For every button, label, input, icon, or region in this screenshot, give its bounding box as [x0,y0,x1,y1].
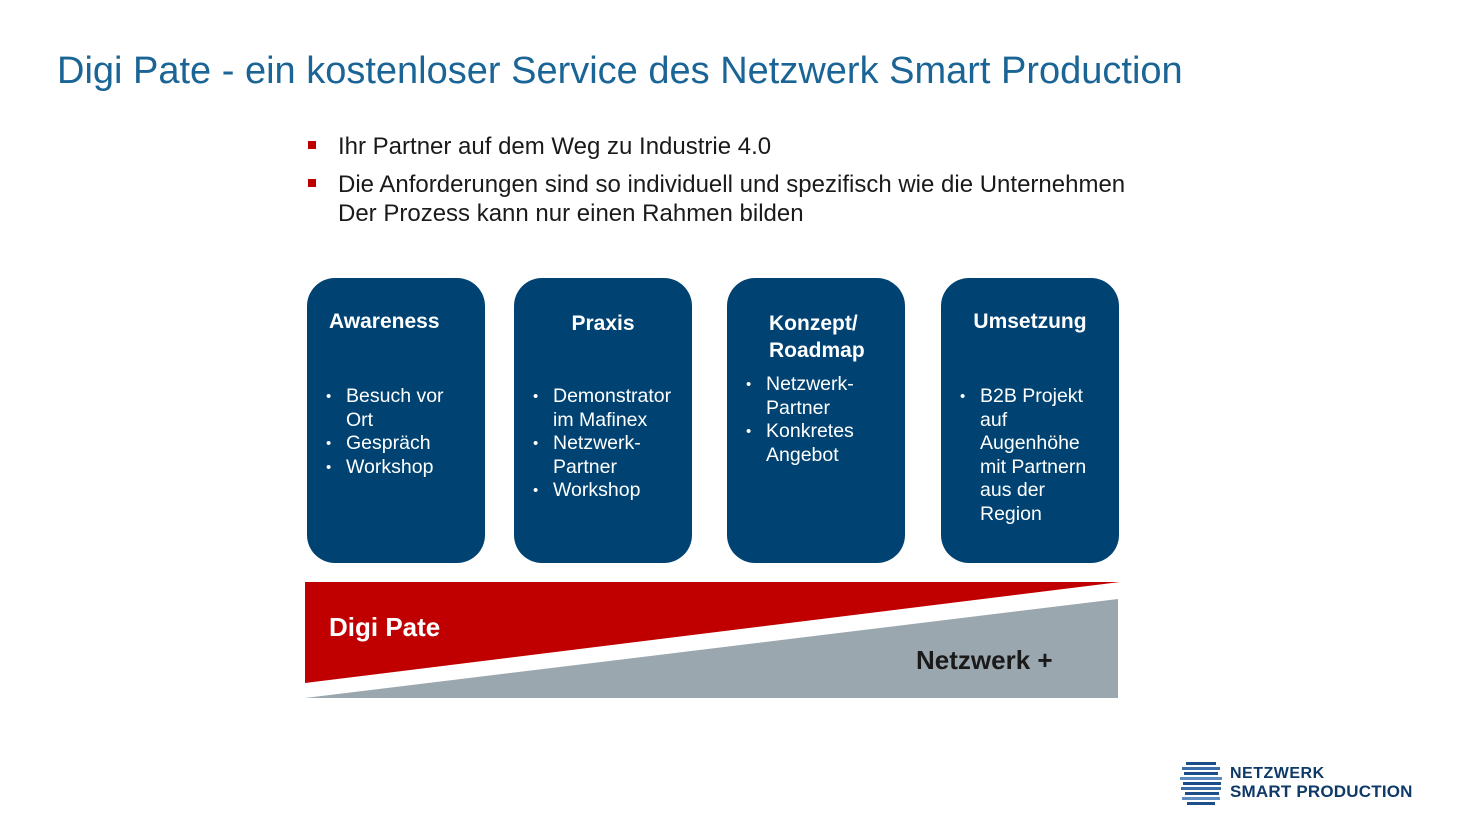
logo-line-1: NETZWERK [1230,765,1325,782]
card-title: Konzept/ Roadmap [727,310,905,364]
netzwerk-plus-label: Netzwerk + [916,645,1053,675]
logo-stripes-icon [1180,762,1222,805]
list-item: B2B Projekt auf Augenhöhe mit Partnern a… [959,385,1113,527]
list-item-text: im Mafinex [553,408,648,431]
bullet-square-icon [308,141,316,149]
list-item: Netzwerk-Partner [745,373,899,420]
list-item-text: Demonstrator [553,385,672,407]
transition-bands [305,582,1120,698]
card-konzept-roadmap: Konzept/ Roadmap Netzwerk-Partner Konkre… [727,278,905,563]
bullet-item: Die Anforderungen sind so individuell un… [308,170,1268,228]
list-item-text: Partner [553,455,617,478]
list-item: Netzwerk-Partner [532,432,686,479]
list-item-text: Augenhöhe [980,432,1080,455]
list-item-text: mit Partnern [980,455,1087,478]
card-list: B2B Projekt auf Augenhöhe mit Partnern a… [959,385,1113,527]
list-item-text: auf [980,408,1008,431]
card-title-line: Konzept/ [769,312,858,335]
card-title-line: Awareness [329,310,440,333]
card-title: Awareness [307,308,485,335]
list-item-text: Gespräch [346,432,431,455]
netzwerk-band [305,599,1118,698]
card-title-line: Umsetzung [973,310,1087,333]
list-item-text: Besuch vor [346,385,444,407]
card-title-line: Praxis [571,312,635,335]
list-item-text: Workshop [553,479,641,502]
list-item-text: Workshop [346,455,434,478]
card-umsetzung: Umsetzung B2B Projekt auf Augenhöhe mit … [941,278,1119,563]
list-item-text: Partner [766,396,830,419]
bullet-list: Ihr Partner auf dem Weg zu Industrie 4.0… [308,132,1268,237]
bullet-square-icon [308,179,316,187]
list-item: Workshop [532,479,686,503]
list-item-text: Region [980,502,1042,525]
page-title: Digi Pate - ein kostenloser Service des … [57,50,1183,92]
list-item: Workshop [325,456,479,480]
bullet-text: Die Anforderungen sind so individuell un… [338,171,1126,198]
logo-line-2: SMART PRODUCTION [1230,782,1413,801]
digi-pate-band [305,582,1120,683]
bullet-text: Der Prozess kann nur einen Rahmen bilden [338,200,804,227]
list-item: Gespräch [325,432,479,456]
card-title: Umsetzung [941,308,1119,335]
list-item-text: Konkretes [766,420,854,443]
bullet-text: Ihr Partner auf dem Weg zu Industrie 4.0 [338,133,772,160]
list-item-text: Netzwerk- [766,373,854,395]
bullet-item: Ihr Partner auf dem Weg zu Industrie 4.0 [308,132,1268,161]
list-item-text: B2B Projekt [980,385,1083,407]
card-title-line: Roadmap [769,339,865,362]
netzwerk-smart-production-logo: NETZWERK SMART PRODUCTION [1180,760,1420,806]
logo-text: NETZWERK SMART PRODUCTION [1230,765,1413,801]
card-title: Praxis [514,310,692,337]
digi-pate-label: Digi Pate [329,612,441,642]
list-item-text: aus der [980,479,1046,502]
list-item-text: Netzwerk- [553,432,641,455]
list-item-text: Angebot [766,443,839,466]
list-item-text: Ort [346,408,374,431]
